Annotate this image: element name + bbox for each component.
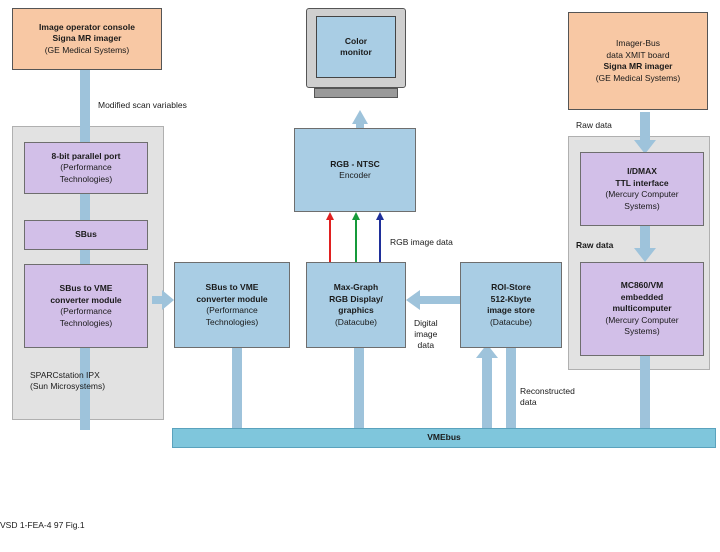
imager-to-idmax-arrow [634,112,656,154]
imager-line-2: data XMIT board [606,49,670,60]
monitor-to-encoder-arrow [352,110,368,128]
pipe-graphics-to-vmebus [354,346,364,430]
conv-left-line-4: Technologies) [59,317,113,328]
vmebus-to-store-arrow [476,344,498,428]
imager-line-1: Imager-Bus [616,38,660,48]
max-graph-display-box: Max-Graph RGB Display/ graphics (Datacub… [306,262,406,348]
encoder-line-2: Encoder [339,170,371,180]
vmebus-label: VMEbus [427,432,461,443]
figure-caption: VSD 1-FEA-4 97 Fig.1 [0,520,85,530]
digital-line-3: data [417,340,435,350]
raw-data-label-mid: Raw data [576,240,614,250]
mc860-line-4: (Mercury Computer [605,314,679,325]
idmax-line-2: TTL interface [615,177,669,188]
rgb-ntsc-encoder-box: RGB - NTSC Encoder [294,128,416,212]
monitor-line-2: monitor [340,47,372,57]
graphics-line-2: RGB Display/ [329,293,383,304]
parallel-line-1: 8-bit parallel port [51,150,121,161]
digital-line-2: image [414,329,438,339]
console-line-3: (GE Medical Systems) [44,44,130,55]
recon-line-1: Reconstructed [520,386,575,396]
encoder-line-1: RGB - NTSC [330,158,380,169]
graphics-line-4: (Datacube) [334,316,378,327]
pipe-console-to-port [80,70,90,142]
raw-data-label-top: Raw data [576,120,612,130]
color-monitor: Color monitor [306,8,406,98]
conv-mid-line-3: (Performance [206,305,258,315]
graphics-line-3: graphics [338,305,374,315]
mc860-line-2: embedded [620,291,664,302]
mc860-line-1: MC860/VM [620,280,664,291]
sparcstation-label: SPARCstation IPX (Sun Microsystems) [30,370,105,392]
monitor-line-1: Color [344,35,368,46]
sbus-label: SBus [75,229,97,240]
sparc-line-2: (Sun Microsystems) [30,381,106,391]
idmax-line-1: I/DMAX [627,166,657,176]
parallel-port-box: 8-bit parallel port (Performance Technol… [24,142,148,194]
digital-image-data-label: Digital image data [414,318,438,351]
console-line-1: Image operator console [39,21,135,32]
pipe-port-to-sbus [80,194,90,220]
store-line-4: (Datacube) [489,316,533,327]
conv-left-line-1: SBus to VME [59,283,113,293]
conv-mid-line-4: Technologies) [205,316,259,327]
pipe-sbus-to-vmebus [80,346,90,430]
store-to-graphics-arrow [406,290,460,310]
store-line-2: 512-Kbyte [490,293,532,304]
roi-store-box: ROI-Store 512-Kbyte image store (Datacub… [460,262,562,348]
conv-left-line-3: (Performance [60,306,112,316]
idmax-line-4: Systems) [624,200,660,211]
pipe-vmebus-to-mc860 [640,356,650,430]
store-line-1: ROI-Store [491,282,531,292]
parallel-line-2: (Performance [60,162,112,173]
reconstructed-data-label: Reconstructed data [520,386,575,408]
sparc-line-1: SPARCstation IPX [30,370,100,380]
imager-bus-xmit-box: Imager-Bus data XMIT board Signa MR imag… [568,12,708,110]
recon-line-2: data [520,397,537,407]
idmax-line-3: (Mercury Computer [605,189,679,199]
imager-line-3: Signa MR imager [603,61,673,71]
monitor-screen: Color monitor [316,16,396,78]
sbus-vme-converter-left: SBus to VME converter module (Performanc… [24,264,148,348]
idmax-to-mc860-arrow [634,226,656,262]
mc860-multicomputer-box: MC860/VM embedded multicomputer (Mercury… [580,262,704,356]
console-line-2: Signa MR imager [52,33,122,44]
sbus-vme-converter-mid: SBus to VME converter module (Performanc… [174,262,290,348]
vmebus-bar: VMEbus [172,428,716,448]
image-operator-console-box: Image operator console Signa MR imager (… [12,8,162,70]
conv-mid-line-1: SBus to VME [205,282,259,292]
graphics-line-1: Max-Graph [333,282,379,292]
mc860-line-5: Systems) [624,326,660,337]
idmax-interface-box: I/DMAX TTL interface (Mercury Computer S… [580,152,704,226]
digital-line-1: Digital [414,318,438,328]
pipe-sbus-to-converter [80,250,90,264]
modified-scan-variables-label: Modified scan variables [98,100,187,110]
parallel-line-3: Technologies) [59,173,113,184]
store-line-3: image store [487,305,535,315]
pipe-mid-converter-to-vmebus [232,346,242,430]
rgb-image-data-label: RGB image data [390,237,453,247]
mc860-line-3: multicomputer [612,303,672,314]
conv-mid-line-2: converter module [196,293,268,304]
sbus-box: SBus [24,220,148,250]
pipe-store-to-vmebus [506,346,516,430]
left-to-mid-converter-arrow [152,290,174,310]
imager-line-4: (GE Medical Systems) [595,72,681,83]
conv-left-line-2: converter module [50,294,122,305]
